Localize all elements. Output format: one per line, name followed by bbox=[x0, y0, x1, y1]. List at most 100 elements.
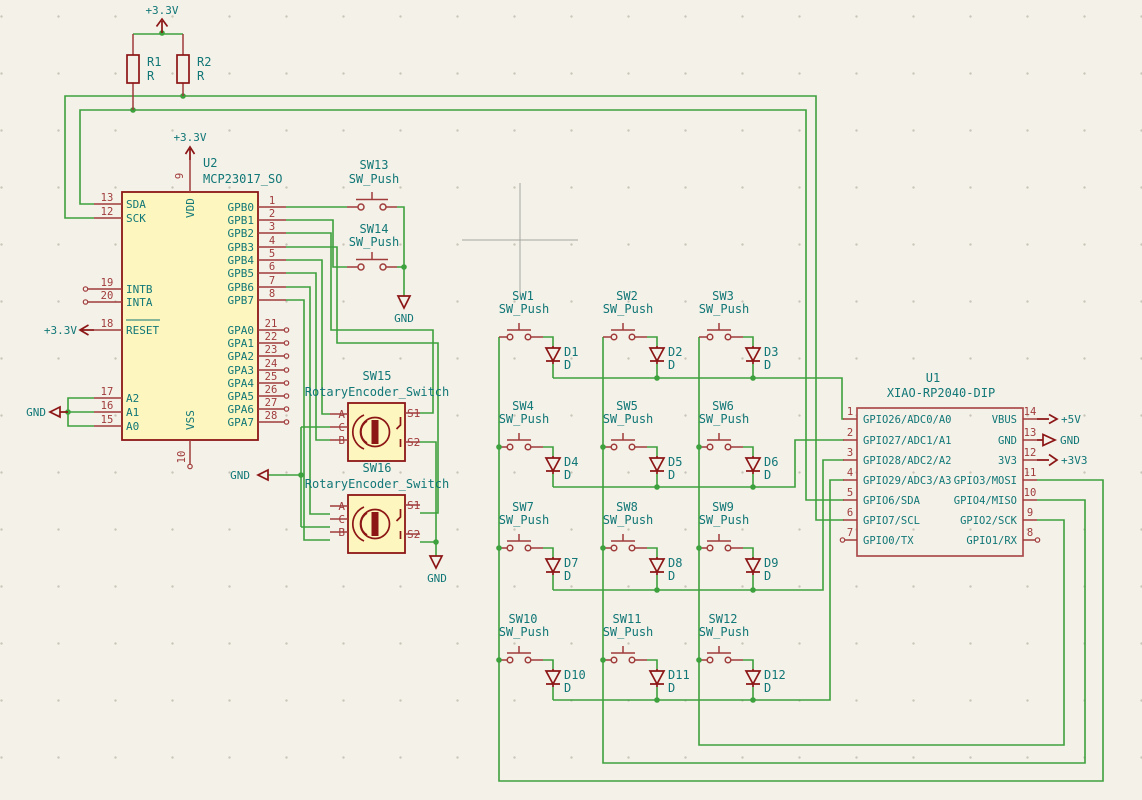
pin-name: SCK bbox=[126, 212, 146, 225]
power-flag-5v[interactable]: +5V bbox=[1037, 413, 1081, 426]
pin-number: 13 bbox=[1024, 427, 1037, 439]
resistor-r2[interactable]: R2 R bbox=[176, 34, 211, 96]
pin-name: GPIO28/ADC2/A2 bbox=[863, 455, 952, 467]
pin-number: 8 bbox=[1027, 527, 1033, 539]
power-flag-3v3-u1[interactable]: +3V3 bbox=[1037, 453, 1088, 467]
power-label-vdd: +3.3V bbox=[173, 131, 206, 144]
power-label: +3.3V bbox=[44, 324, 77, 337]
pin-number: 5 bbox=[847, 487, 853, 499]
pin-name: GPA4 bbox=[228, 377, 255, 390]
pin-name: S1 bbox=[407, 407, 420, 420]
gnd-flag-u1[interactable]: GND bbox=[1037, 433, 1080, 447]
wire-group[interactable] bbox=[64, 33, 1104, 782]
pin-name: A0 bbox=[126, 420, 139, 433]
diode-value: D bbox=[668, 468, 675, 482]
pin-name: B bbox=[338, 434, 345, 447]
gnd-flag-sw14[interactable]: GND bbox=[394, 295, 414, 325]
junction-dot bbox=[654, 484, 660, 490]
u1-xiao-rp2040-symbol[interactable]: U1 XIAO-RP2040-DIP 1GPIO26/ADC0/A014VBUS… bbox=[839, 371, 1041, 557]
resistor-value: R bbox=[197, 69, 205, 83]
switch-value: SW_Push bbox=[499, 513, 550, 527]
switch-value: SW_Push bbox=[699, 625, 750, 639]
pin-number: 23 bbox=[265, 344, 278, 356]
pin-name: INTB bbox=[126, 283, 153, 296]
pin-number: 25 bbox=[265, 371, 278, 383]
power-flag-3v3-reset[interactable]: +3.3V bbox=[44, 324, 94, 337]
power-flag-3v3-top[interactable]: +3.3V bbox=[145, 4, 179, 33]
junction-dot bbox=[750, 375, 756, 381]
pin-name: GPIO27/ADC1/A1 bbox=[863, 435, 952, 447]
gnd-flag-encoder-c[interactable]: GND bbox=[230, 468, 269, 482]
gnd-flag-a-pins[interactable]: GND bbox=[26, 405, 68, 419]
gnd-flag-encoder-s2[interactable]: GND bbox=[427, 555, 447, 585]
pin-name: GPB0 bbox=[228, 201, 255, 214]
switch-value: SW_Push bbox=[499, 302, 550, 316]
pin-name: S2 bbox=[407, 528, 420, 541]
junction-dot bbox=[496, 444, 502, 450]
switch-sw13[interactable]: SW13 SW_Push bbox=[347, 158, 399, 211]
pin-number: 19 bbox=[101, 277, 114, 289]
pin-number: 26 bbox=[265, 384, 278, 396]
pin-name: A1 bbox=[126, 406, 139, 419]
pin-number: 21 bbox=[265, 318, 278, 330]
pin-name: GPIO0/TX bbox=[863, 535, 914, 547]
resistor-r1[interactable]: R1 R bbox=[126, 34, 161, 110]
switch-sw14[interactable]: SW14 SW_Push bbox=[347, 222, 399, 271]
